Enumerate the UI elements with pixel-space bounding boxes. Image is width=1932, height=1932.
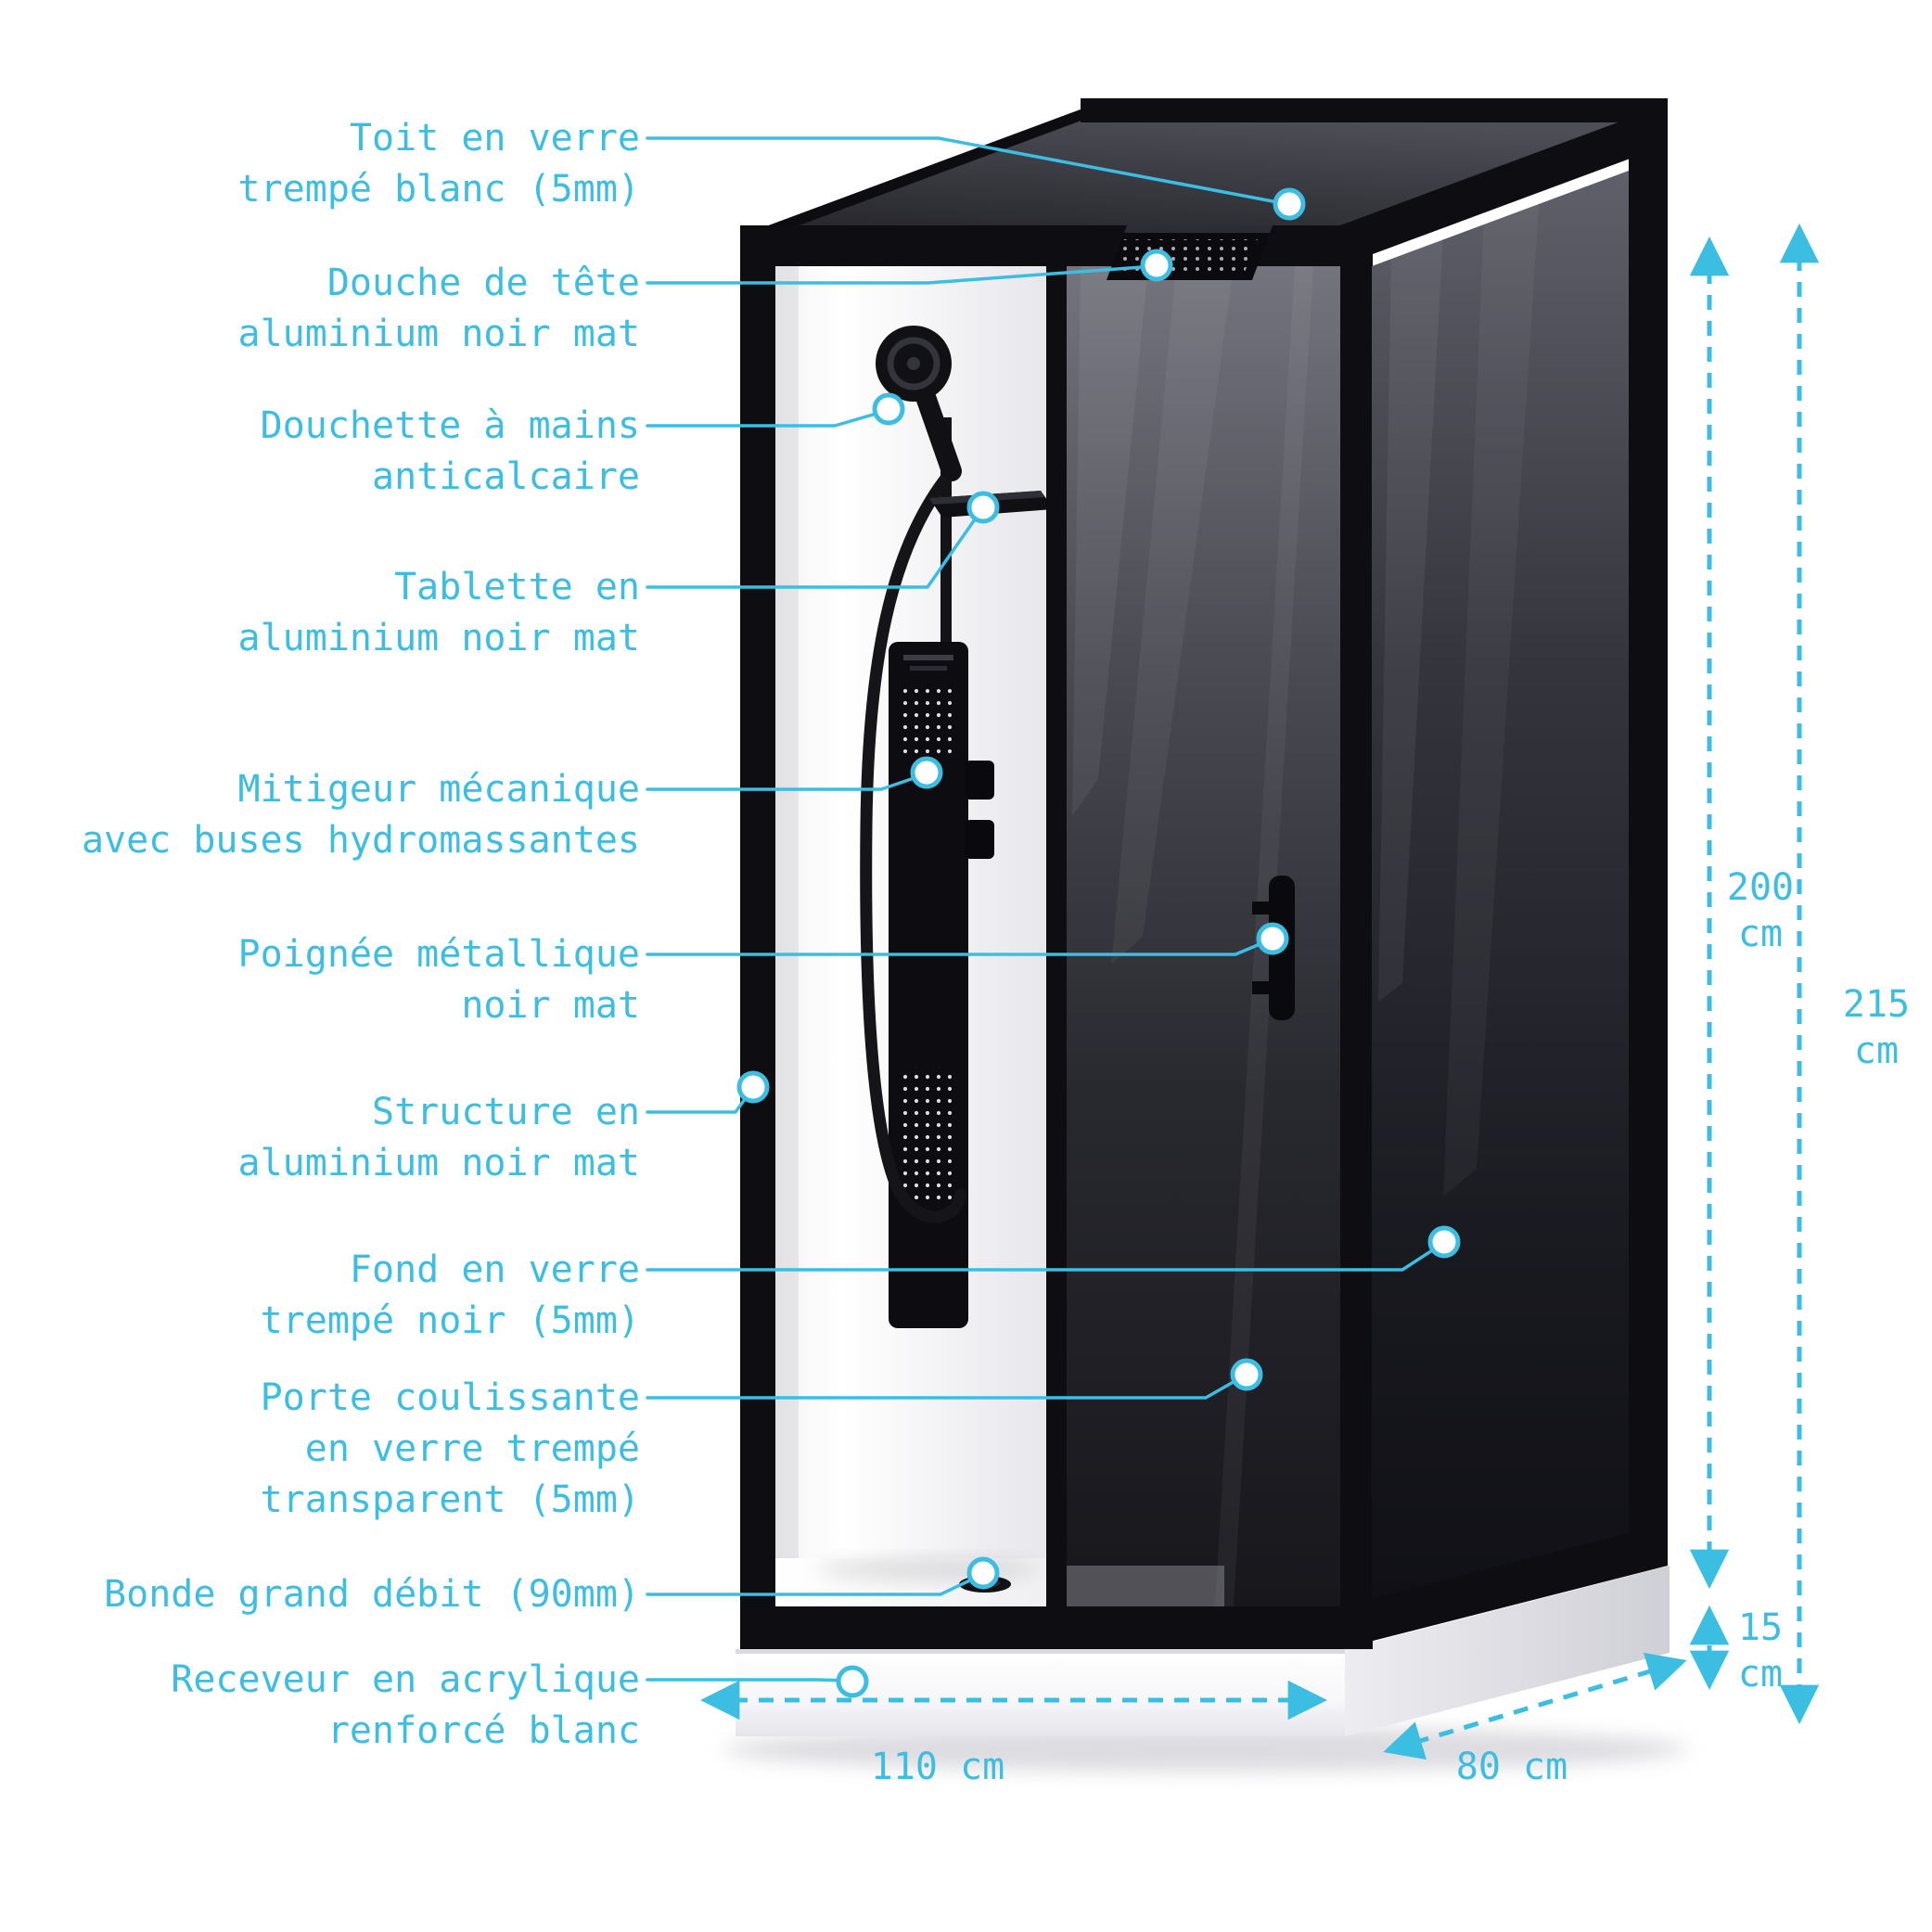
- callout-label-structure: Structure en aluminium noir mat: [237, 1091, 640, 1184]
- callout-label-fond: Fond en verre trempé noir (5mm): [260, 1248, 640, 1342]
- callout-marker: [872, 392, 905, 426]
- cabin-interior: [774, 266, 1340, 1606]
- callout-marker: [1140, 249, 1173, 282]
- callout-label-porte: Porte coulissante en verre trempé transp…: [260, 1376, 640, 1521]
- frame-top-bar: [740, 225, 1373, 266]
- callout-marker: [1256, 922, 1289, 955]
- side-glass-panel: [1372, 171, 1629, 1606]
- callout-label-poignee: Poignée métallique noir mat: [237, 933, 640, 1027]
- rain-shower-head: [1107, 225, 1273, 280]
- callout-label-toit: Toit en verre trempé blanc (5mm): [237, 117, 640, 211]
- frame-mid-post: [1046, 266, 1067, 1606]
- tray-front-face: [736, 1649, 1345, 1736]
- callout-marker: [1273, 187, 1306, 221]
- callout-marker: [910, 756, 943, 789]
- callout-label-receveur: Receveur en acrylique renforcé blanc: [171, 1658, 640, 1752]
- frame-roof-slope: [1340, 104, 1668, 266]
- callout-label-mitigeur: Mitigeur mécanique avec buses hydromassa…: [81, 768, 640, 862]
- dimension-label-width: 110 cm: [870, 1746, 1005, 1788]
- callout-lines: [646, 136, 1444, 1683]
- dimension-lines: [699, 223, 1820, 1760]
- callout-marker: [966, 1556, 1000, 1590]
- cabin-frame: [740, 98, 1668, 1649]
- callout-marker: [966, 491, 1000, 524]
- frame-left-post: [740, 225, 775, 1649]
- callout-label-douche: Douche de tête aluminium noir mat: [237, 262, 640, 355]
- hydro-jets-top: [902, 688, 957, 755]
- sliding-door: [1067, 266, 1340, 1606]
- frame-roof-back-bar: [1081, 98, 1668, 122]
- callout-marker: [836, 1665, 869, 1698]
- callout-label-tablette: Tablette en aluminium noir mat: [237, 566, 640, 659]
- dimension-label-depth: 80 cm: [1455, 1746, 1568, 1788]
- dimension-label-tray-height: 15 cm: [1737, 1606, 1784, 1695]
- callout-label-bonde: Bonde grand débit (90mm): [104, 1573, 640, 1616]
- callout-marker: [736, 1070, 770, 1104]
- dimension-label-inner-height: 200 cm: [1726, 866, 1795, 955]
- frame-front-right-post: [1340, 225, 1372, 1649]
- frame-bottom-bar: [740, 1606, 1373, 1649]
- hydro-jets-bottom: [902, 1067, 957, 1208]
- frame-bottom-slope: [1340, 1523, 1668, 1649]
- frame-back-right-post: [1629, 100, 1668, 1566]
- callout-marker: [1427, 1225, 1461, 1259]
- dimension-label-total-height: 215 cm: [1842, 983, 1911, 1072]
- callout-marker: [1230, 1358, 1263, 1391]
- roof-panel: [759, 109, 1665, 229]
- mixer-knob: [965, 820, 994, 859]
- callout-label-douchette: Douchette à mains anticalcaire: [260, 404, 640, 498]
- mixer-knob: [965, 761, 994, 800]
